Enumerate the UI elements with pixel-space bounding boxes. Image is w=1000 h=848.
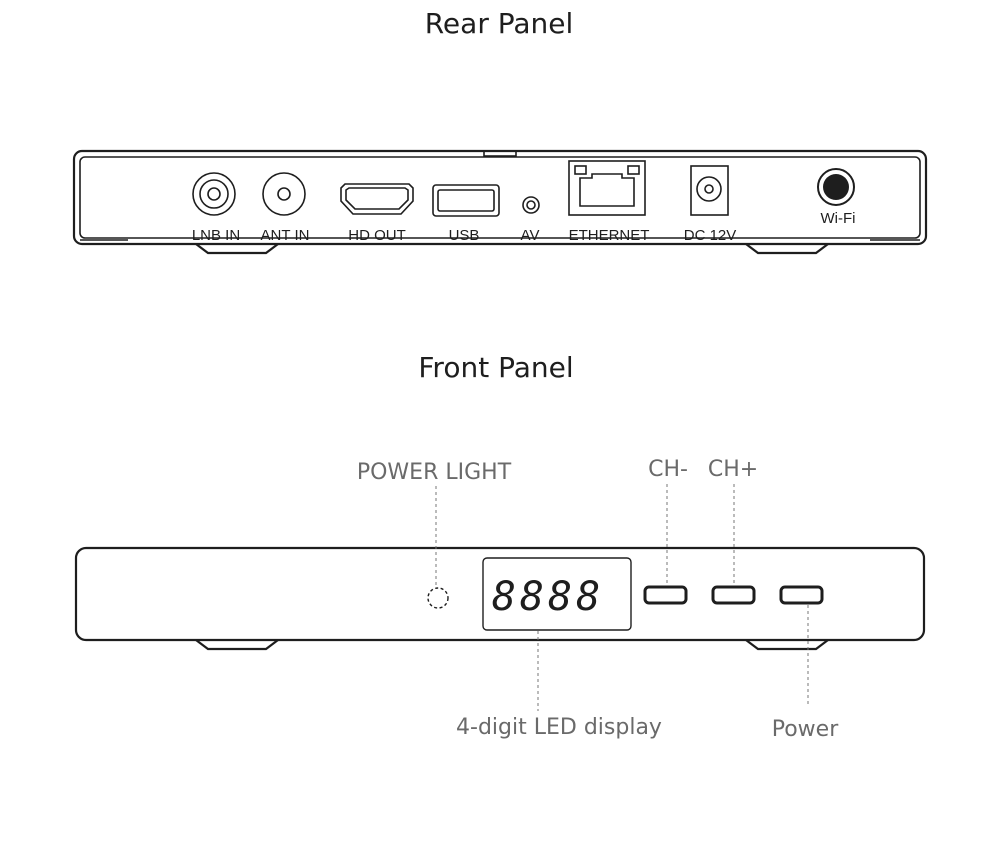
front-panel-device [74,546,926,651]
rear-shell-inner [79,156,921,239]
ch-plus-button[interactable] [711,585,756,605]
front-right-foot [745,639,829,651]
usb-port [432,184,500,217]
lnb-in-label: LNB IN [192,227,240,244]
front-left-foot [195,639,279,651]
av-port [522,196,540,214]
led-display-digits: 8888 [492,574,604,620]
rear-left-foot [195,243,279,255]
dc-12v-label: DC 12V [684,227,737,244]
hdmi-port [340,183,414,215]
power-button[interactable] [779,585,824,605]
ethernet-port [568,160,646,216]
wifi-antenna-port [817,168,855,206]
lnb-in-port [192,172,236,216]
ant-in-port [262,172,306,216]
power-light-label: POWER LIGHT [357,460,512,485]
rear-panel-title: Rear Panel [425,7,574,40]
front-panel-title: Front Panel [418,351,573,384]
rear-top-notch [483,150,517,157]
wifi-label: Wi-Fi [821,210,856,227]
usb-label: USB [449,227,480,244]
led-display-label: 4-digit LED display [456,715,662,740]
dc-power-port [690,165,729,216]
hd-out-label: HD OUT [348,227,406,244]
rear-right-foot [745,243,829,255]
ethernet-label: ETHERNET [569,227,650,244]
front-shell [74,546,926,642]
led-display-window [482,557,632,631]
ch-minus-label: CH- [648,457,688,482]
av-label: AV [521,227,540,244]
ch-minus-button[interactable] [643,585,688,605]
power-label: Power [772,717,839,742]
power-light-indicator [427,587,449,609]
ch-plus-label: CH+ [708,457,758,482]
ant-in-label: ANT IN [261,227,310,244]
rear-panel-device [72,149,928,255]
